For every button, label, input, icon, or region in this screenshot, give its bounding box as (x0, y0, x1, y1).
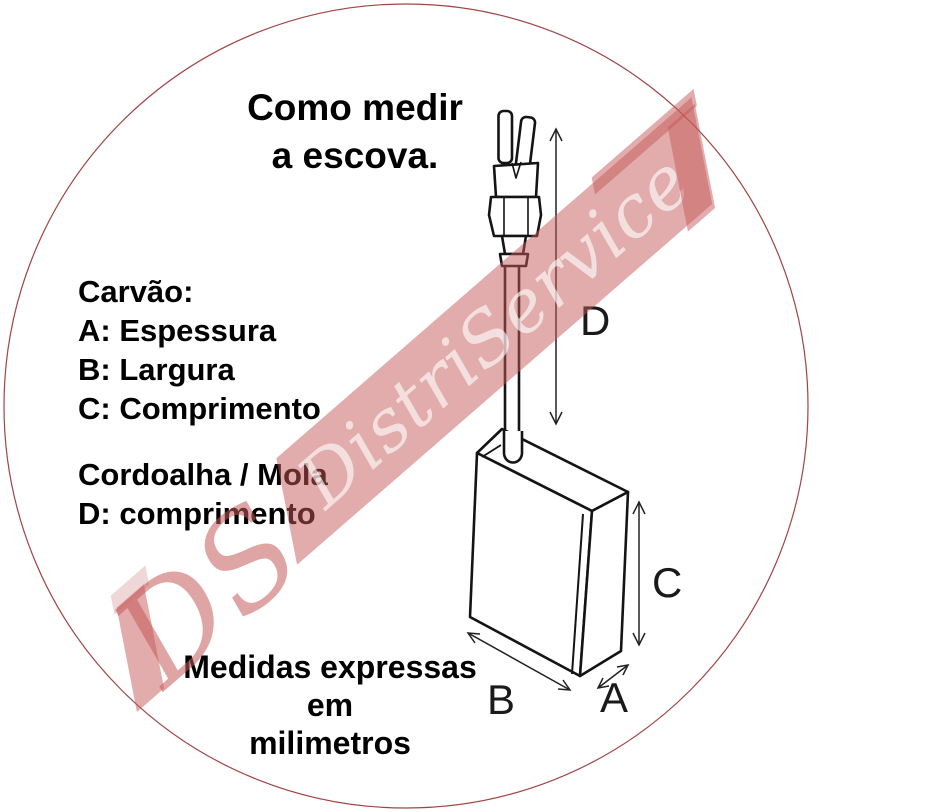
carbon-legend: Carvão: A: Espessura B: Largura C: Compr… (78, 272, 321, 428)
wire-collar (498, 252, 530, 268)
crimp-barrel (487, 195, 543, 238)
dimension-line-b (467, 632, 571, 691)
dimension-label-a: A (600, 674, 629, 721)
dimension-label-d: D (580, 297, 611, 344)
wire (503, 266, 521, 431)
dimension-line-a (597, 664, 629, 689)
arrowhead-a-end (616, 663, 630, 676)
cord-legend: Cordoalha / Mola D: comprimento (78, 455, 328, 533)
crimp-neck (500, 234, 528, 256)
boundary-circle (3, 3, 809, 809)
units-note: Medidas expressas em milimetros (130, 648, 530, 762)
title-line-2: a escova. (271, 135, 439, 176)
dimension-label-b: B (487, 676, 516, 723)
carbon-legend-item-b: B: Largura (78, 352, 235, 387)
dimension-label-c: C (652, 559, 683, 606)
arrowhead-c-bottom (632, 632, 646, 647)
units-note-line-2: em (306, 687, 354, 723)
cord-legend-line-2: D: comprimento (78, 496, 316, 531)
title-line-1: Como medir (247, 87, 463, 128)
units-note-line-1: Medidas expressas (183, 649, 477, 685)
cord-legend-line-1: Cordoalha / Mola (78, 457, 328, 492)
arrowhead-a-start (596, 677, 610, 690)
arrowhead-b-start (466, 632, 481, 644)
units-note-line-3: milimetros (249, 725, 411, 761)
carbon-legend-item-c: C: Comprimento (78, 391, 321, 426)
arrowhead-b-end (557, 679, 572, 691)
brush-box (468, 427, 630, 678)
page-title: Como medir a escova. (160, 84, 550, 180)
carbon-legend-item-a: A: Espessura (78, 313, 277, 348)
wire-rivet (502, 431, 524, 464)
carbon-legend-heading: Carvão: (78, 274, 194, 309)
